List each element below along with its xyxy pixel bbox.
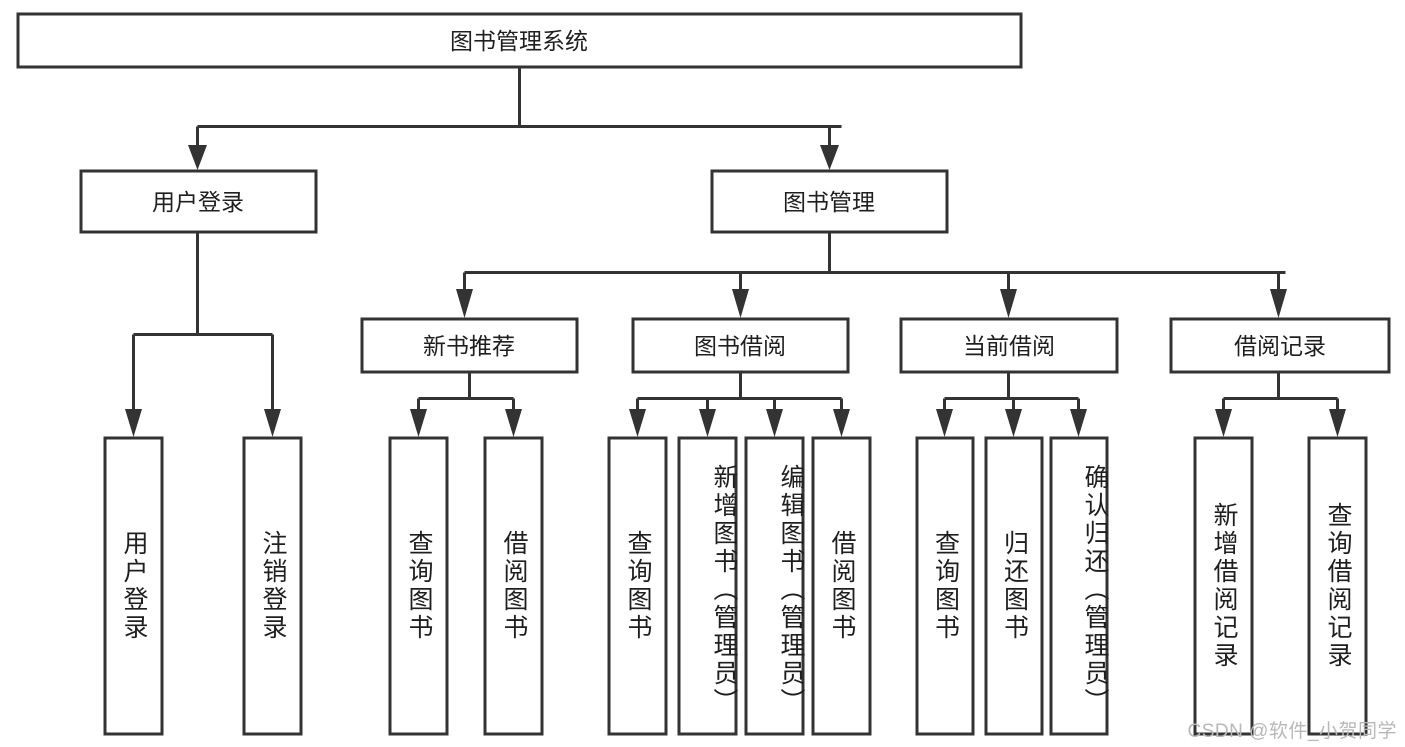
arrow-head-bookborrow-leaf-1 — [629, 409, 646, 437]
arrow-head-bookborrow-leaf-4 — [833, 409, 850, 437]
arrow-head-book-borrow — [732, 289, 749, 318]
node-leaf-borrowrecords-add-record[interactable] — [1193, 436, 1254, 736]
arrow-head-newbook-leaf-2 — [505, 409, 522, 437]
node-current-borrow[interactable] — [899, 317, 1119, 374]
node-leaf-currentborrow-confirm-return[interactable] — [1049, 436, 1109, 736]
arrow-head-leaf-logout — [264, 409, 281, 437]
node-book-borrow-label: 图书借阅 — [694, 333, 786, 359]
node-book-management[interactable] — [710, 169, 949, 234]
arrow-head-currentborrow-leaf-2 — [1005, 409, 1022, 437]
node-new-book-recommend[interactable] — [360, 317, 579, 374]
node-user-login-label: 用户登录 — [152, 189, 244, 215]
node-leaf-user-login[interactable] — [103, 436, 164, 736]
arrow-head-leaf-user-login — [125, 409, 142, 437]
arrow-head-user-login — [188, 145, 207, 170]
node-book-borrow[interactable] — [631, 317, 850, 374]
arrow-head-borrow-records — [1270, 289, 1287, 318]
node-leaf-bookborrow-borrow-book[interactable] — [811, 436, 872, 736]
node-leaf-bookborrow-query-book[interactable] — [607, 436, 668, 736]
arrow-head-current-borrow — [1000, 289, 1017, 318]
node-layer: 图书管理系统 用户登录 图书管理 新书推荐 图书借阅 当前借阅 借阅记录 — [16, 12, 1391, 736]
node-root-label: 图书管理系统 — [450, 28, 588, 54]
node-new-book-recommend-label: 新书推荐 — [423, 333, 515, 359]
node-borrow-records-label: 借阅记录 — [1234, 333, 1326, 359]
arrow-head-currentborrow-leaf-3 — [1070, 409, 1087, 437]
node-leaf-currentborrow-query-book[interactable] — [915, 436, 975, 736]
node-book-management-label: 图书管理 — [783, 189, 875, 215]
arrow-head-bookborrow-leaf-2 — [699, 409, 716, 437]
arrow-head-book-manage — [820, 145, 839, 170]
arrow-head-borrowrecords-leaf-2 — [1329, 409, 1346, 437]
arrow-head-new-book — [456, 289, 473, 318]
arrow-head-bookborrow-leaf-3 — [766, 409, 783, 437]
node-borrow-records[interactable] — [1169, 317, 1391, 374]
node-leaf-bookborrow-edit-book[interactable] — [744, 436, 805, 736]
node-user-login[interactable] — [79, 169, 318, 234]
arrow-head-currentborrow-leaf-1 — [936, 409, 953, 437]
connector-layer — [125, 67, 1346, 437]
node-leaf-logout[interactable] — [242, 436, 303, 736]
node-leaf-borrowrecords-query-record[interactable] — [1307, 436, 1368, 736]
node-current-borrow-label: 当前借阅 — [963, 333, 1055, 359]
node-leaf-newbook-query-book[interactable] — [388, 436, 449, 736]
arrow-head-newbook-leaf-1 — [410, 409, 427, 437]
arrow-head-borrowrecords-leaf-1 — [1215, 409, 1232, 437]
node-root-book-management-system[interactable] — [16, 12, 1023, 69]
node-leaf-bookborrow-add-book[interactable] — [677, 436, 738, 736]
watermark: CSDN @软件_小贺同学 — [1187, 721, 1397, 742]
node-leaf-newbook-borrow-book[interactable] — [483, 436, 544, 736]
node-leaf-currentborrow-return-book[interactable] — [984, 436, 1044, 736]
